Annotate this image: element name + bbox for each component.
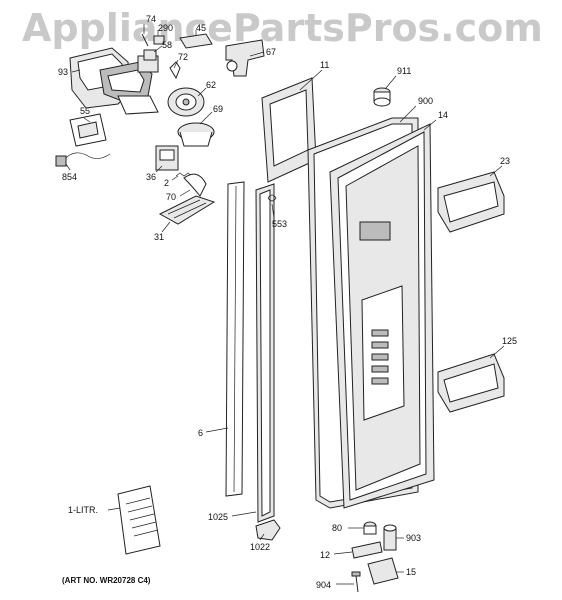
dispenser-panel-11 <box>261 77 317 183</box>
screw-904 <box>351 571 361 593</box>
callout-290: 290 <box>158 23 173 33</box>
door-liner-14 <box>329 123 435 509</box>
callout-15: 15 <box>406 567 416 577</box>
watermark: AppliancePartsPros.com <box>22 6 543 50</box>
callout-67: 67 <box>266 47 276 57</box>
spring-2 <box>175 172 193 177</box>
control-module-assembly <box>69 47 159 115</box>
cover-55 <box>69 113 107 147</box>
callout-911: 911 <box>397 66 411 76</box>
hinge-1022 <box>255 519 281 541</box>
callout-62: 62 <box>206 80 216 90</box>
lever-70 <box>183 173 207 197</box>
tube-903 <box>383 524 397 551</box>
callout-14: 14 <box>438 110 448 120</box>
cap-911 <box>373 87 391 107</box>
door-bin-23 <box>437 171 505 233</box>
callout-6: 6 <box>198 428 203 438</box>
hinge-15 <box>367 557 399 585</box>
screw-74 <box>141 33 149 47</box>
callout-12: 12 <box>320 550 330 560</box>
bracket-67 <box>225 39 265 77</box>
callout-125: 125 <box>502 336 517 346</box>
callout-31: 31 <box>154 232 164 242</box>
literature-1-litr <box>117 485 161 555</box>
callout-74: 74 <box>146 14 156 24</box>
callout-11: 11 <box>320 60 329 70</box>
motor-62 <box>167 87 205 117</box>
callout-58: 58 <box>162 40 172 50</box>
clip-45 <box>179 33 213 49</box>
callout-2: 2 <box>164 178 169 188</box>
bushing-80 <box>363 521 377 535</box>
callout-69: 69 <box>213 104 223 114</box>
harness-854 <box>55 152 111 167</box>
callout-36: 36 <box>146 172 156 182</box>
dispenser-buttons <box>371 329 389 385</box>
door-bin-125 <box>437 353 505 413</box>
hinge-cover-12 <box>351 541 383 559</box>
callout-1022: 1022 <box>250 542 270 552</box>
trim-strip-6 <box>225 181 245 497</box>
callout-93: 93 <box>58 67 68 77</box>
callout-70: 70 <box>166 192 176 202</box>
actuator-72 <box>169 61 181 80</box>
clip-290 <box>153 35 165 45</box>
clip-553 <box>267 194 277 202</box>
callout-903: 903 <box>406 533 421 543</box>
connector-58 <box>143 49 157 61</box>
callout-1025: 1025 <box>208 512 228 522</box>
callout-23: 23 <box>500 156 510 166</box>
solenoid-69 <box>177 122 215 147</box>
art-number: (ART NO. WR20728 C4) <box>62 576 151 585</box>
callout-72: 72 <box>178 52 188 62</box>
callout-labels: 74 290 45 58 67 93 72 62 11 911 900 14 5… <box>58 14 517 590</box>
handle-1025 <box>255 183 275 523</box>
leader-lines <box>65 24 505 585</box>
callout-45: 45 <box>196 23 206 33</box>
callout-553: 553 <box>272 219 287 229</box>
chute-31 <box>158 195 216 225</box>
callout-904: 904 <box>316 580 331 590</box>
switch-36 <box>155 145 179 171</box>
callout-55: 55 <box>80 106 90 116</box>
callout-900: 900 <box>418 96 433 106</box>
callout-1-litr: 1-LITR. <box>68 505 98 515</box>
callout-80: 80 <box>332 523 342 533</box>
callout-854: 854 <box>62 172 77 182</box>
